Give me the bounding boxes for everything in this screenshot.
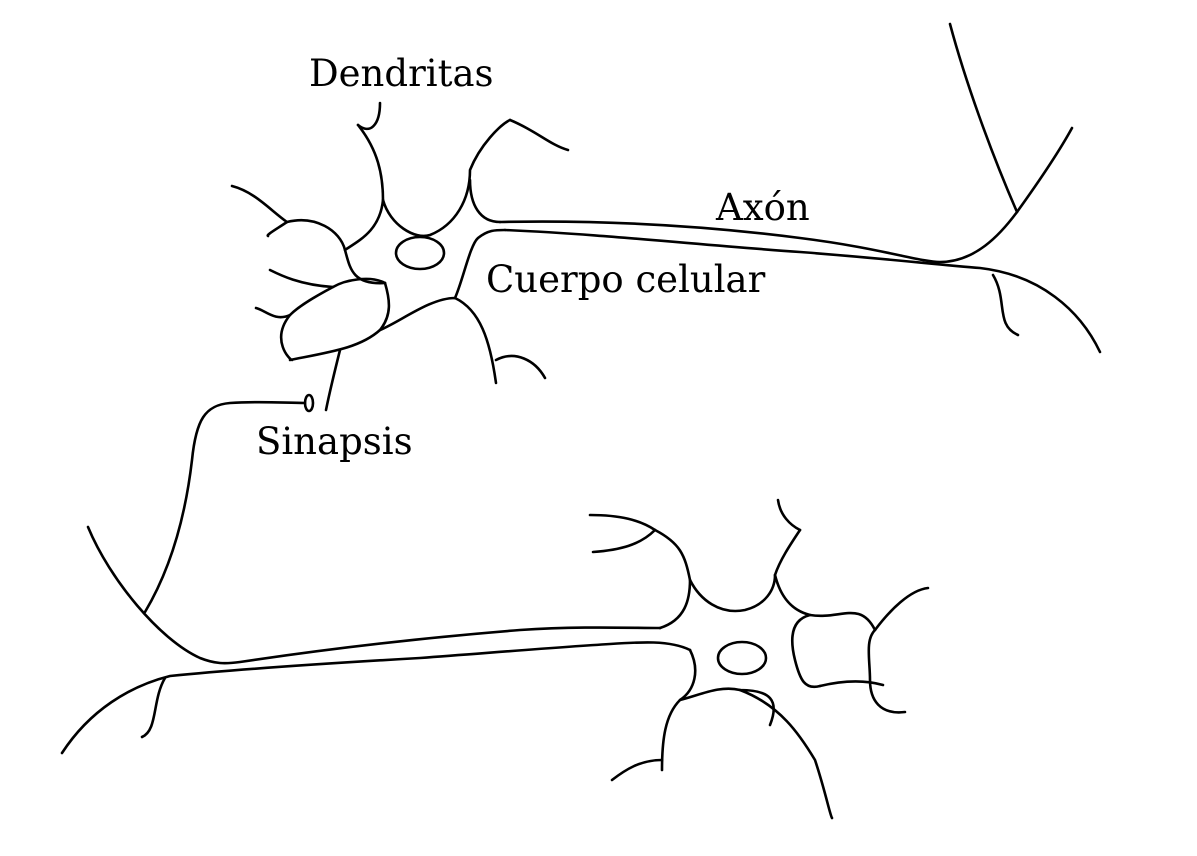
lower-synaptic-branch (143, 393, 315, 614)
lower-axon (60, 525, 692, 755)
upper-axon-terminals (948, 22, 1074, 337)
upper-dendrites (230, 101, 570, 380)
upper-nucleus (394, 235, 446, 271)
lower-dendrites (588, 498, 930, 782)
upper-axon (498, 210, 1102, 354)
upper-neuron (230, 22, 1102, 412)
lower-neuron (60, 393, 930, 820)
label-dendrites: Dendritas (309, 52, 494, 95)
lower-nucleus (716, 640, 768, 676)
lower-cell-body (653, 528, 877, 820)
upper-cell-body (266, 118, 512, 385)
synapse-connection (324, 348, 342, 412)
label-axon: Axón (715, 186, 810, 229)
synaptic-terminal-bouton (303, 393, 315, 413)
label-synapse: Sinapsis (256, 420, 413, 463)
label-cell-body: Cuerpo celular (486, 258, 766, 301)
